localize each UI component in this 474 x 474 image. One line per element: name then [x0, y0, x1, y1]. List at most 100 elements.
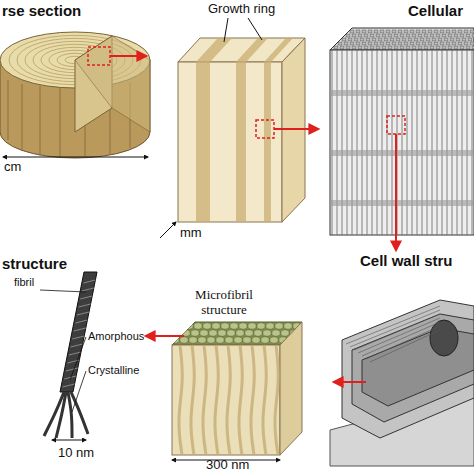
rod-hatch — [82, 288, 94, 291]
cell-lumen — [408, 38, 412, 41]
cell-lumen — [392, 30, 396, 33]
cell-top — [330, 28, 474, 50]
cell-tube — [402, 50, 403, 235]
microfibril-section — [272, 330, 280, 336]
cell-lumen — [446, 42, 450, 45]
microfibril-section — [209, 330, 217, 336]
fibril-stripe — [239, 345, 242, 455]
cell-lumen — [444, 38, 448, 41]
fibril-stripe — [275, 345, 278, 455]
cell-lumen — [416, 30, 420, 33]
cell-lumen — [354, 38, 358, 41]
zoom-box — [256, 120, 274, 138]
fibril-stripe — [215, 345, 218, 455]
wall-layer — [342, 300, 474, 438]
microfibril-section — [218, 330, 226, 336]
zoom-arrow — [110, 55, 146, 57]
cell-lumen — [466, 34, 470, 37]
cell-tube — [412, 50, 413, 235]
wall-layer — [352, 314, 474, 422]
cell-tube — [422, 50, 423, 235]
cell-lumen — [470, 42, 474, 45]
cell-lumen — [346, 46, 350, 49]
cell-lumen — [374, 30, 378, 33]
cell-lumen — [422, 30, 426, 33]
cell-tube — [442, 50, 443, 235]
cell-lumen — [366, 38, 370, 41]
cell-lumen — [386, 42, 390, 45]
cellular-block — [330, 28, 474, 250]
rod-hatch — [79, 304, 91, 307]
fibril-illustration — [40, 272, 97, 440]
cell-lumen — [450, 38, 454, 41]
cell-lumen — [350, 42, 354, 45]
cell-lumen — [406, 46, 410, 49]
cell-tube — [367, 50, 368, 235]
growth-band — [236, 62, 246, 222]
cell-lumen — [410, 30, 414, 33]
cell-lumen — [418, 34, 422, 37]
growth-band — [196, 38, 232, 62]
microfibril-section — [185, 323, 193, 329]
microfibril-section — [254, 330, 262, 336]
microfibril-section — [311, 323, 319, 329]
dimension: 300 nm — [206, 458, 249, 473]
growth-band — [196, 62, 210, 222]
cell-lumen — [404, 42, 408, 45]
cell-lumen — [430, 34, 434, 37]
cell-lumen — [424, 46, 428, 49]
fibril-stripe — [179, 345, 182, 455]
cell-lumen — [420, 38, 424, 41]
cell-lumen — [348, 38, 352, 41]
microfibril-section — [225, 337, 233, 343]
microfibril-section — [306, 337, 314, 343]
cell-lumen — [438, 38, 442, 41]
cell-lumen — [454, 34, 458, 37]
microfibril-section — [239, 323, 247, 329]
cell-lumen — [410, 42, 414, 45]
cell-tube — [362, 50, 363, 235]
cell-lumen — [398, 30, 402, 33]
cell-lumen — [378, 38, 382, 41]
growth-ring-cube — [160, 18, 318, 238]
cell-lumen — [412, 46, 416, 49]
cell-tube — [432, 50, 433, 235]
fibril-stripe — [263, 345, 266, 455]
panel-title: structure — [2, 255, 67, 272]
cell-tube — [417, 50, 418, 235]
ray-band — [330, 90, 474, 96]
cell-lumen — [396, 38, 400, 41]
cell-lumen — [432, 38, 436, 41]
microfibril-section — [284, 323, 292, 329]
cell-lumen — [356, 42, 360, 45]
microfibril-section — [194, 323, 202, 329]
microfibril-section — [317, 330, 325, 336]
cell-lumen — [434, 30, 438, 33]
cell-lumen — [456, 38, 460, 41]
cell-lumen — [426, 38, 430, 41]
cell-lumen — [392, 42, 396, 45]
cell-lumen — [400, 46, 404, 49]
zoom-arrow — [395, 134, 397, 250]
cell-lumen — [398, 42, 402, 45]
microfibril-section — [212, 323, 220, 329]
fibril-stripe — [191, 345, 194, 455]
cell-lumen — [394, 46, 398, 49]
cell-lumen — [362, 30, 366, 33]
cell-lumen — [430, 46, 434, 49]
cube-top — [172, 322, 302, 345]
dimension: mm — [180, 226, 202, 241]
cell-lumen — [380, 42, 384, 45]
rod-hatch — [80, 296, 92, 299]
leader-line — [224, 18, 262, 42]
dimension-arrow — [160, 222, 176, 238]
microfibril-section — [203, 323, 211, 329]
microfibril-section — [191, 330, 199, 336]
cell-lumen — [470, 30, 474, 33]
microfibril-section — [261, 337, 269, 343]
cell-lumen — [388, 34, 392, 37]
microfibril-section — [207, 337, 215, 343]
microfibril-section — [248, 323, 256, 329]
cell-lumen — [442, 34, 446, 37]
cell-lumen — [364, 34, 368, 37]
